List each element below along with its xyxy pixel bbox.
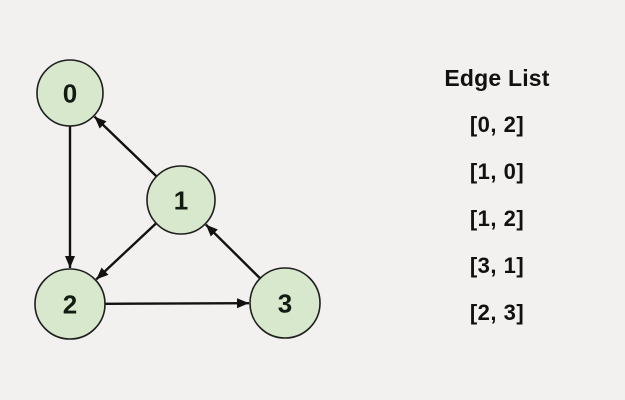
edge-list-items: [0, 2] [1, 0] [1, 2] [3, 1] [2, 3] [470,111,524,346]
node-label-1: 1 [174,185,188,215]
edge-list-item: [1, 0] [469,159,525,184]
node-label-3: 3 [278,288,292,318]
graph-node-0: 0 [36,59,104,127]
edge-list-item: [3, 1] [469,253,525,278]
edge-list-item: [2, 3] [469,300,525,325]
graph-node-2: 2 [34,268,106,340]
graph-edge-2-3 [104,298,250,309]
graph-edge-1-2 [95,222,158,281]
graph-node-1: 1 [146,165,216,235]
edge-list-item: [0, 2] [469,112,525,137]
graph-node-3: 3 [249,267,321,339]
graph-edge-1-0 [93,115,158,178]
edge-list-title: Edge List [444,65,550,91]
node-label-0: 0 [63,78,77,108]
node-circle-1 [146,165,216,235]
edge-list-item: [1, 2] [469,206,525,231]
node-label-2: 2 [63,289,77,319]
edge-list-panel: Edge List [0, 2] [1, 0] [1, 2] [3, 1] [2, 3] [427,63,567,346]
node-circle-2 [34,268,106,340]
node-circle-3 [249,267,321,339]
graph-canvas: 0 1 2 3 [34,59,321,340]
node-circle-0 [36,59,104,127]
graph-edge-3-1 [205,223,261,280]
